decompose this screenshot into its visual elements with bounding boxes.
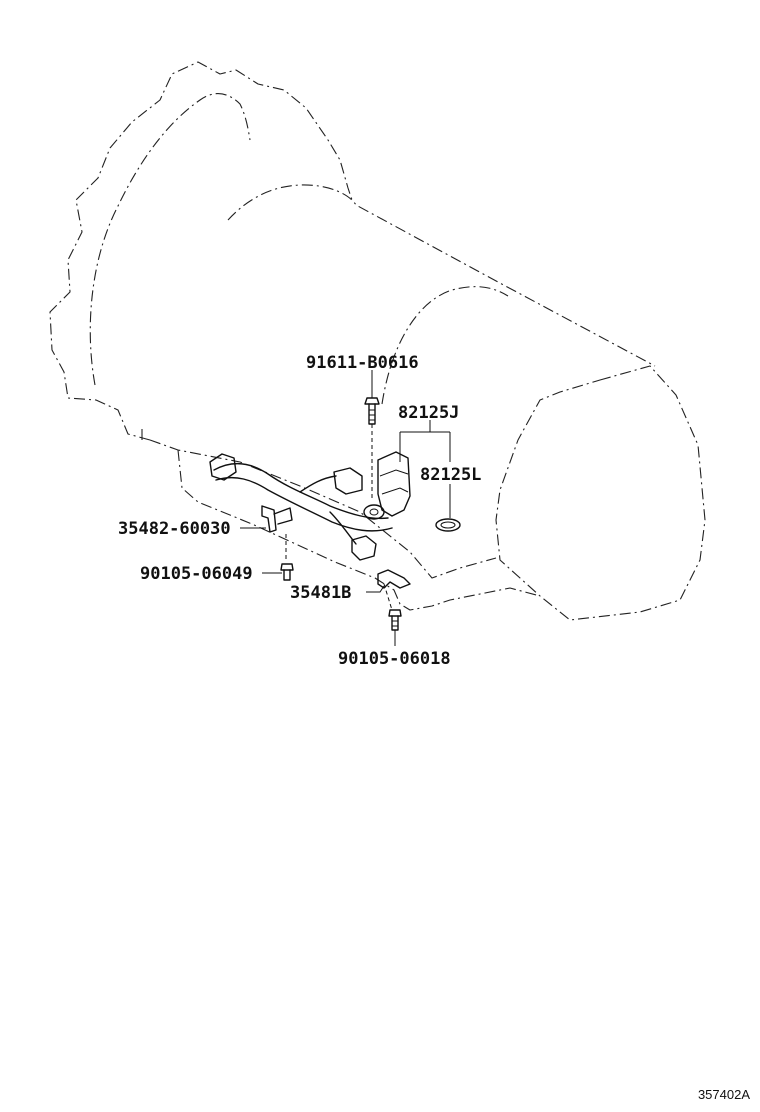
case-lower-edge xyxy=(149,439,497,579)
label-bolt-left: 90105-06049 xyxy=(140,564,253,584)
label-vsv-bolt: 91611-B0616 xyxy=(306,353,419,373)
harness-connector-lower xyxy=(351,535,377,561)
solenoid-detail xyxy=(379,469,409,495)
label-solenoid: 82125J xyxy=(398,403,459,423)
label-clamp-right: 35481B xyxy=(290,583,351,603)
bell-housing-outline xyxy=(49,61,353,441)
harness-wire-upper xyxy=(213,463,389,520)
harness-wire-branch-lower xyxy=(329,511,357,545)
label-oring: 82125L xyxy=(420,465,481,485)
label-bolt-right: 90105-06018 xyxy=(338,649,451,669)
label-clamp-left: 35482-60030 xyxy=(118,519,231,539)
solenoid-part xyxy=(377,451,411,517)
solenoid-body xyxy=(377,451,411,517)
oring-part-inner xyxy=(440,521,456,529)
leader-lines xyxy=(240,370,451,646)
bell-housing-rim xyxy=(89,93,251,386)
harness-wire-lower xyxy=(215,476,393,532)
harness-connector-left xyxy=(209,453,237,481)
leader-clamp-right-dash xyxy=(383,583,393,611)
bolt-left-part xyxy=(280,563,294,581)
transmission-outline xyxy=(49,61,706,621)
drawing-id: 357402A xyxy=(698,1087,750,1102)
harness-grommet-inner xyxy=(369,508,379,516)
leader-clamp-right xyxy=(366,585,385,593)
extension-housing xyxy=(495,365,706,621)
bolt-right-part xyxy=(388,609,402,631)
leader-solenoid xyxy=(399,420,451,462)
oring-part xyxy=(435,518,461,532)
harness-wire-branch xyxy=(299,475,337,493)
wire-harness xyxy=(209,453,393,561)
case-middle-hump xyxy=(381,286,509,405)
harness-connector-middle xyxy=(333,467,363,495)
case-top-edge xyxy=(227,184,656,367)
clamp-left-part xyxy=(261,505,293,533)
clamp-right-part xyxy=(377,569,411,589)
vsv-bolt-part xyxy=(364,397,380,425)
oil-pan-outline xyxy=(177,449,541,611)
